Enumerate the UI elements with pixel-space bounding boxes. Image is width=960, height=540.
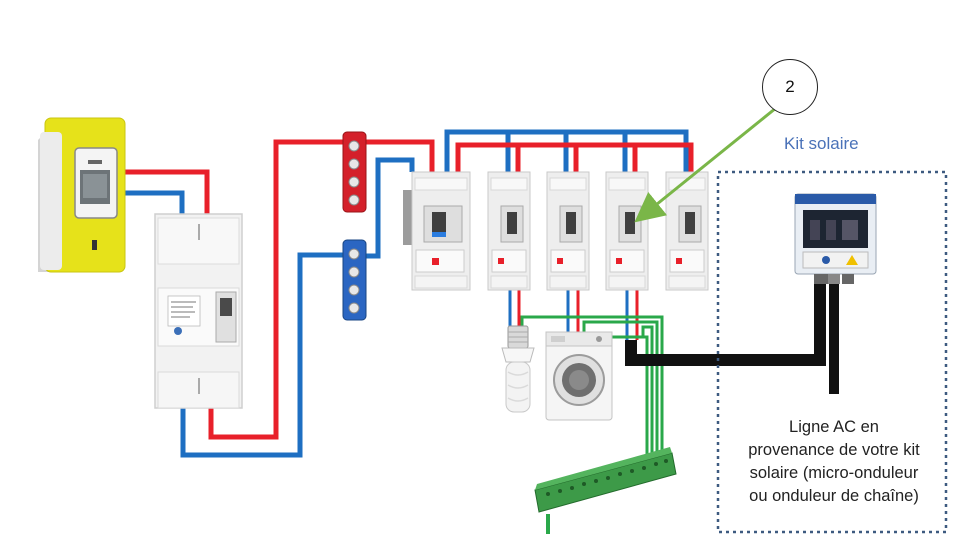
breaker-outputs	[508, 290, 639, 340]
circuit-breaker-icon	[487, 171, 531, 291]
busbar-neutral-to-diff	[366, 157, 415, 259]
callout-number-badge: 2	[762, 59, 818, 115]
meter-neutral-wire	[124, 190, 185, 214]
phase-busbar-icon	[342, 131, 367, 213]
main-breaker-icon	[154, 213, 243, 409]
ac-cable	[625, 283, 839, 394]
earth-terminal-block-icon	[534, 447, 677, 513]
wires	[124, 129, 694, 458]
ac-cable-main	[625, 283, 826, 366]
ac-line-caption: Ligne AC en provenance de votre kit sola…	[724, 416, 944, 508]
earth-wire-1	[520, 315, 664, 452]
solar-kit-title: Kit solaire	[784, 134, 859, 153]
earth-wires	[520, 315, 664, 534]
bulb-icon	[501, 325, 535, 413]
ac-line-text-2: provenance de votre kit	[748, 441, 920, 459]
earth-wire-4	[604, 335, 649, 457]
callout-arrow	[634, 106, 777, 223]
circuit-breaker-icon	[605, 171, 649, 291]
breaker-neutral-out	[180, 252, 345, 458]
solar-kit-frame	[716, 170, 948, 534]
neutral-busbar-icon	[342, 239, 367, 321]
earth-wire-2	[582, 320, 659, 454]
circuit-breaker-icon	[665, 171, 709, 291]
differential-switch-icon	[403, 171, 471, 291]
callout-number: 2	[785, 77, 795, 96]
ac-line-text-3: solaire (micro-onduleur	[749, 464, 919, 482]
busbar-phase-to-diff	[366, 139, 435, 172]
meter-icon	[38, 117, 126, 273]
solar-junction-box-icon	[794, 193, 877, 284]
breaker-phase-out	[208, 139, 345, 440]
meter-phase-wire	[124, 169, 210, 214]
earth-wire-3	[641, 325, 654, 456]
ac-line-text-1: Ligne AC en	[789, 418, 879, 436]
circuit-breaker-icon	[546, 171, 590, 291]
ac-line-text-4: ou onduleur de chaîne)	[749, 487, 919, 505]
washing-machine-icon	[545, 331, 613, 421]
